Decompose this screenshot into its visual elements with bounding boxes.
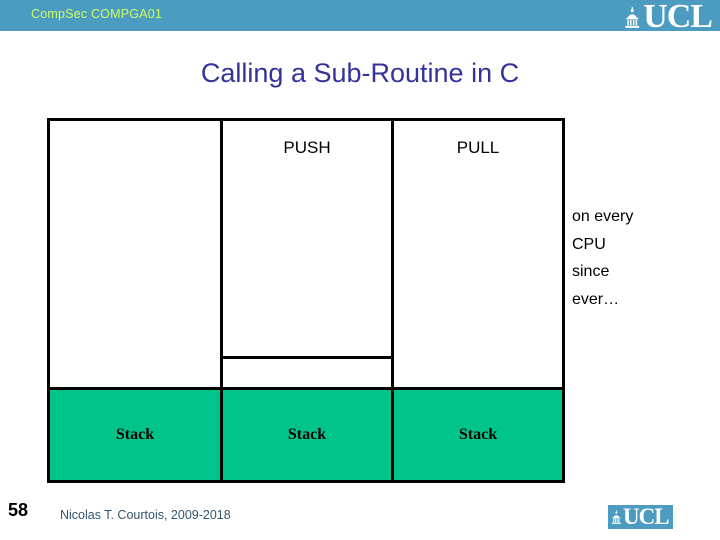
cell-stack-col1: Stack (47, 387, 223, 483)
slide-number: 58 (8, 500, 29, 520)
column-header-1 (50, 121, 220, 138)
cell-body-col1 (47, 118, 223, 390)
column-header-3: PULL (456, 138, 500, 157)
table-row-body: PUSH PULL (47, 118, 565, 390)
course-label: CompSec COMPGA01 (31, 7, 163, 21)
column-header-2: PUSH (283, 138, 331, 157)
side-note-line-4: ever… (572, 290, 620, 308)
mid-cell-divider: PUSH (223, 121, 391, 359)
side-note-line-1: on every (572, 208, 634, 225)
side-note: on every CPU since ever… (572, 203, 712, 313)
ucl-logo-text: UCL (643, 0, 713, 35)
cell-stack-col2: Stack (220, 387, 394, 483)
cell-stack-col3: Stack (391, 387, 565, 483)
ucl-dome-icon (611, 509, 622, 525)
cell-body-col2: PUSH (220, 118, 394, 390)
header-band (0, 0, 720, 31)
ucl-logo-text: UCL (623, 504, 670, 529)
stack-label-1: Stack (115, 426, 155, 443)
page-title: Calling a Sub-Routine in C (200, 58, 520, 88)
cell-body-col3: PULL (391, 118, 565, 390)
ucl-dome-icon (624, 6, 641, 29)
stack-label-3: Stack (458, 426, 498, 443)
side-note-line-3: since (572, 263, 610, 281)
footer-credit: Nicolas T. Courtois, 2009-2018 (60, 508, 231, 522)
ucl-logo-bottom: UCL (608, 505, 673, 529)
side-note-line-2: CPU (572, 235, 606, 253)
ucl-logo-top: UCL (624, 0, 713, 35)
stack-label-2: Stack (287, 426, 327, 443)
stack-diagram-table: PUSH PULL Stack Stack Stack (47, 118, 565, 483)
table-row-stack: Stack Stack Stack (47, 387, 565, 483)
